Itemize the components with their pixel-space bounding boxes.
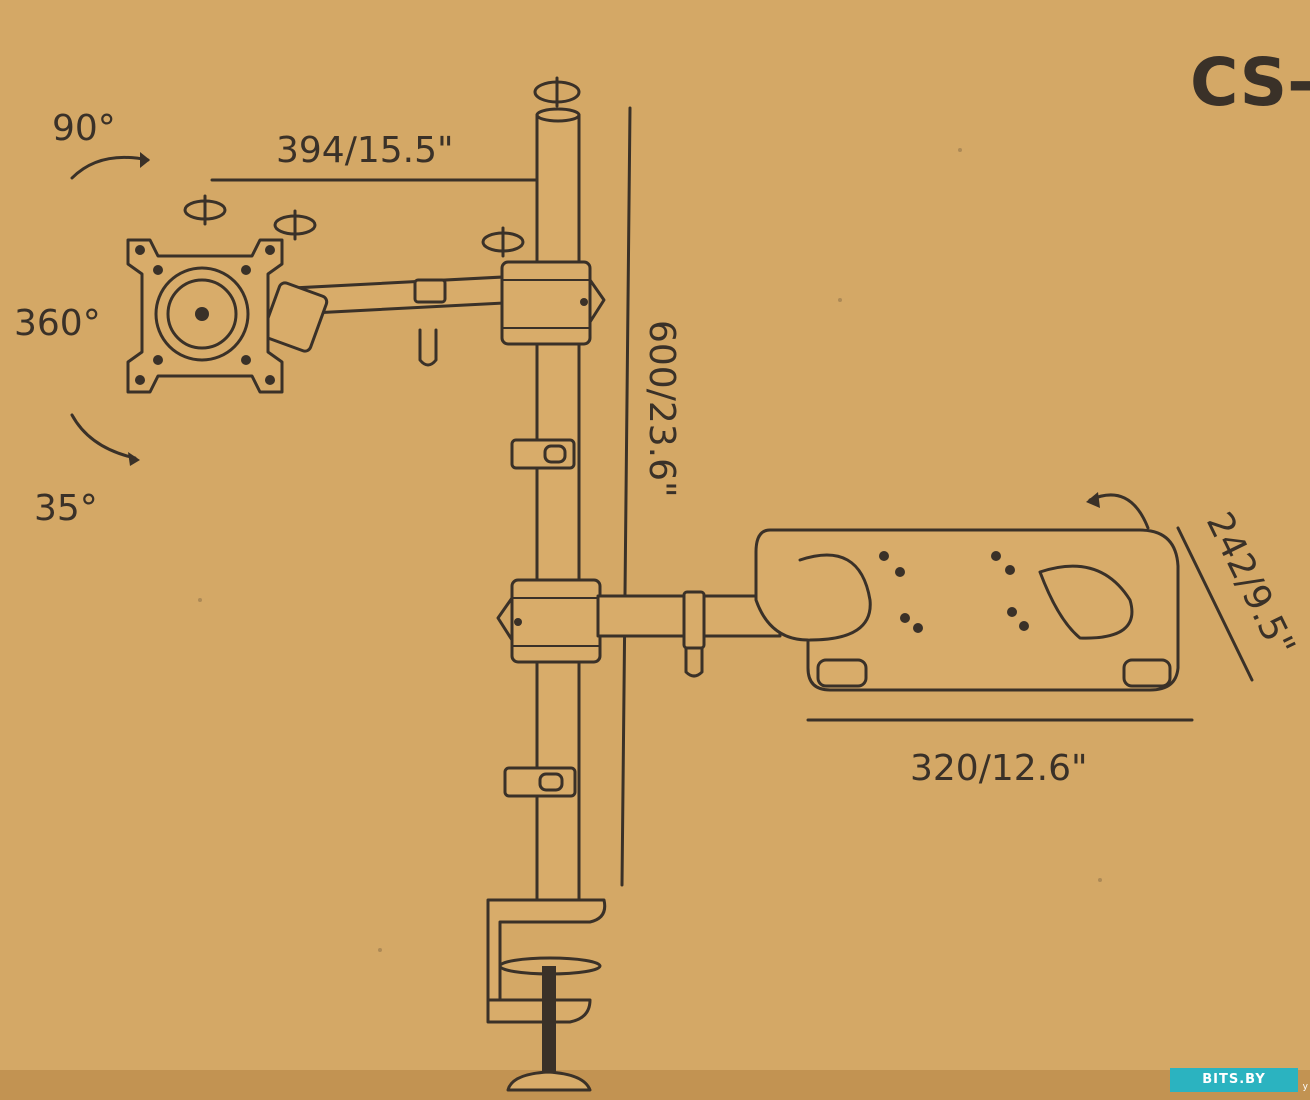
tilt-down-arrowhead xyxy=(128,452,140,466)
rotate-label: 360° xyxy=(14,303,101,344)
arm-length-label: 394/15.5" xyxy=(276,130,454,171)
tilt-down-arrow xyxy=(70,413,137,460)
laptop-arm xyxy=(596,590,782,678)
watermark-tail: y xyxy=(1302,1082,1308,1092)
tilt-down-label: 35° xyxy=(34,488,98,529)
tilt-up-label: 90° xyxy=(52,108,116,149)
laptop-arm-collar xyxy=(496,578,602,664)
brand-text: CS-V xyxy=(1190,44,1310,121)
joint-rotation-icon-1 xyxy=(183,194,227,226)
cable-clip-lower xyxy=(503,766,577,798)
pole-height-dimension-line xyxy=(620,106,632,887)
tray-depth-dimension-line xyxy=(1176,526,1254,682)
pole-rotation-icon xyxy=(533,76,581,108)
vesa-plate xyxy=(126,238,284,394)
desk-clamp xyxy=(486,898,607,1092)
tray-width-label: 320/12.6" xyxy=(910,748,1088,789)
tilt-up-arrowhead xyxy=(140,152,150,168)
cardboard-texture xyxy=(198,148,1102,952)
laptop-tray xyxy=(754,528,1180,692)
monitor-arm xyxy=(261,274,519,367)
cable-clip-upper xyxy=(510,438,576,470)
joint-rotation-icon-2 xyxy=(273,209,317,241)
tilt-up-arrow xyxy=(70,155,150,180)
joint-rotation-icon-3 xyxy=(481,226,525,258)
tray-rotate-arrowhead xyxy=(1086,492,1100,508)
watermark-badge: BITS.BY xyxy=(1170,1068,1298,1092)
floor-shadow xyxy=(0,1070,1310,1100)
pole-height-label: 600/23.6" xyxy=(641,320,682,498)
monitor-arm-collar xyxy=(500,260,606,346)
tray-depth-label: 242/9.5" xyxy=(1198,506,1303,663)
